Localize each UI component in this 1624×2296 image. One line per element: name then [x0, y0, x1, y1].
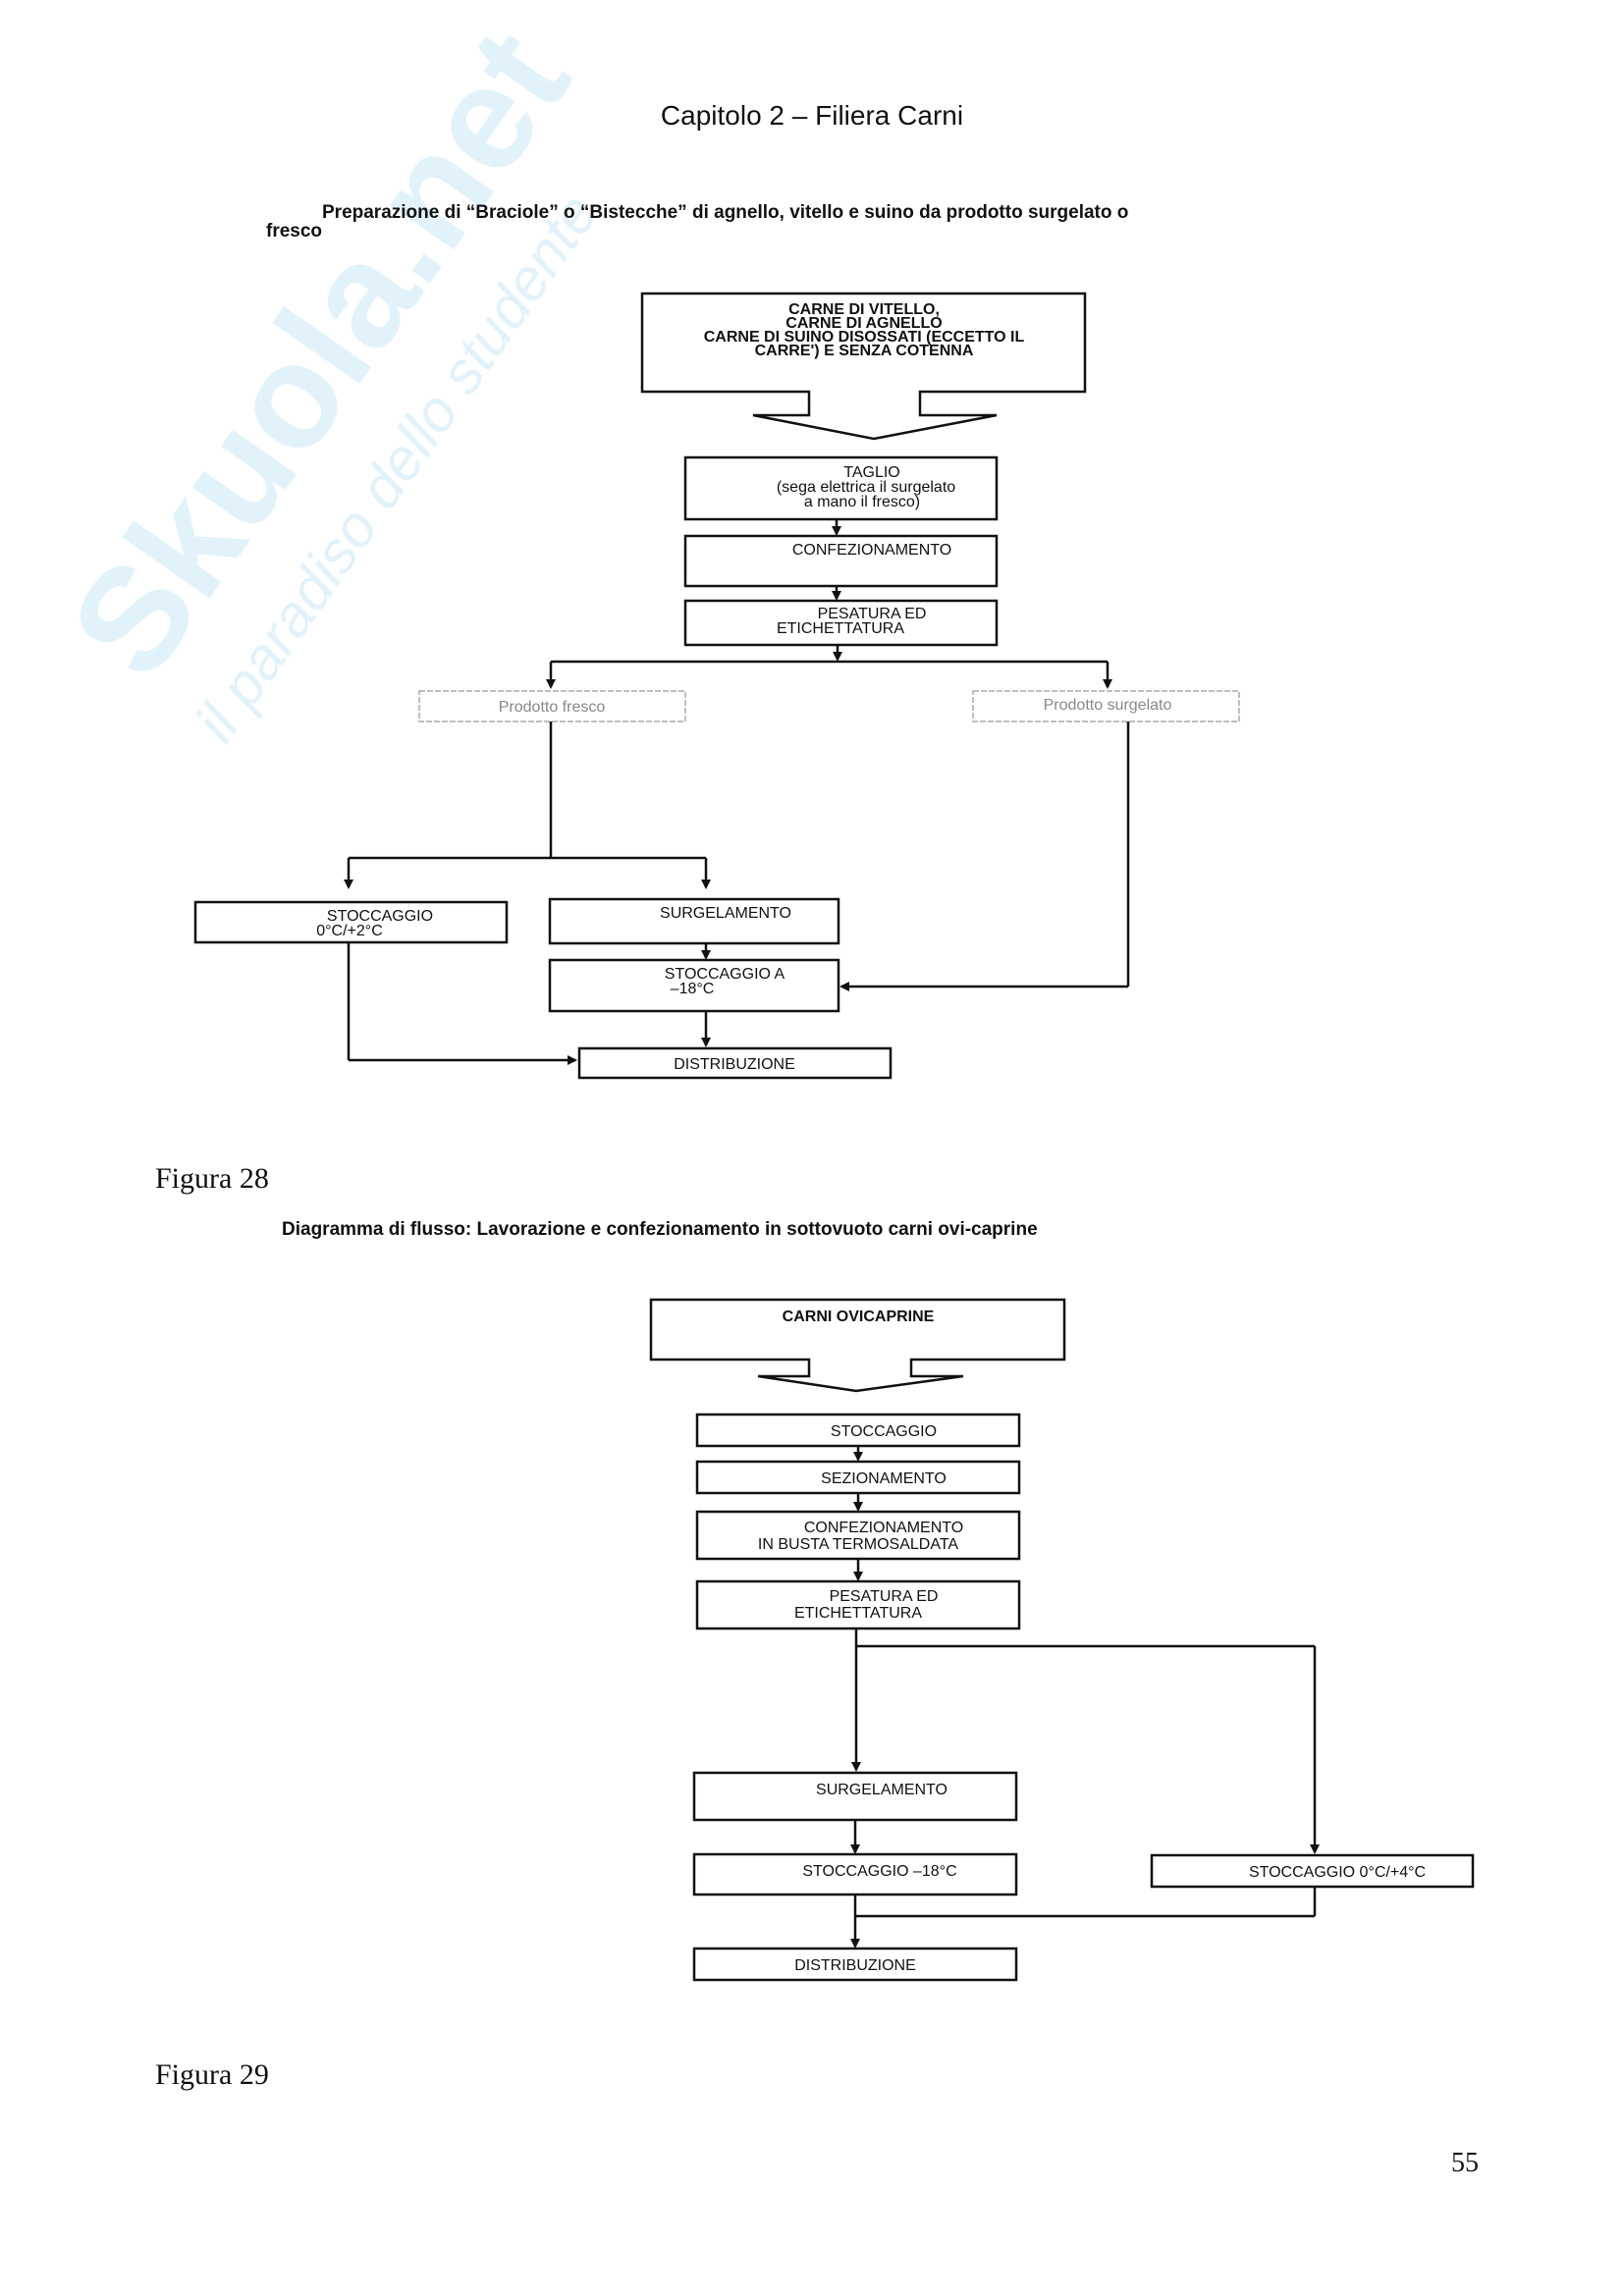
stoccaggio-18-label: STOCCAGGIO A [665, 966, 785, 983]
stoccaggio-04-label: STOCCAGGIO 0°C/+4°C [1249, 1864, 1426, 1881]
start-box-arrow-shape [640, 292, 1087, 441]
confezionamento-label: CONFEZIONAMENTO [792, 542, 951, 559]
pesatura-box [683, 599, 999, 647]
stoccaggio-fresco-box [193, 900, 509, 944]
stoccaggio-04-box [1150, 1853, 1475, 1889]
prodotto-surgelato-box [972, 690, 1240, 722]
prodotto-fresco-label: Prodotto fresco [499, 699, 606, 716]
pesatura-label: ETICHETTATURA [777, 620, 904, 637]
start-box-line: CARRE') E SENZA COTENNA [755, 343, 974, 359]
pesatura-label: PESATURA ED [818, 606, 927, 622]
distribuzione-label: DISTRIBUZIONE [674, 1056, 795, 1073]
pesatura-label: ETICHETTATURA [794, 1605, 922, 1622]
sezionamento-label: SEZIONAMENTO [821, 1470, 947, 1487]
stoccaggio-18-box [548, 958, 840, 1013]
stoccaggio-18-temp: –18°C [671, 981, 715, 997]
page-number: 55 [1451, 2148, 1479, 2178]
figure29-title: Diagramma di flusso: Lavorazione e confe… [282, 1219, 1038, 1240]
taglio-note: (sega elettrica il surgelato [777, 479, 955, 496]
surgelamento-box [548, 897, 840, 945]
distribuzione-box [692, 1947, 1018, 1982]
distribuzione-label: DISTRIBUZIONE [794, 1957, 916, 1974]
stoccaggio-fresco-label: STOCCAGGIO [327, 908, 433, 925]
confezionamento-label: CONFEZIONAMENTO [804, 1520, 963, 1536]
confezionamento-box [683, 534, 999, 588]
start-box-line: CARNE DI VITELLO, [788, 301, 940, 318]
figure28-title-cont: fresco [266, 221, 322, 241]
taglio-box [683, 455, 999, 521]
surgelamento-label: SURGELAMENTO [816, 1782, 947, 1798]
pesatura-box [695, 1579, 1021, 1630]
page-header: Capitolo 2 – Filiera Carni [661, 100, 963, 131]
surgelamento-label: SURGELAMENTO [660, 905, 791, 922]
pesatura-label: PESATURA ED [830, 1588, 939, 1605]
start-box-arrow-shape [649, 1298, 1066, 1393]
stoccaggio-label: STOCCAGGIO [831, 1423, 937, 1440]
watermark: Skuola.net il paradiso dello studente [38, 1, 611, 754]
figure28-title: Preparazione di “Braciole” o “Bistecche”… [322, 202, 1128, 223]
prodotto-fresco-box [418, 690, 686, 722]
start-box-line: CARNE DI AGNELLO [785, 315, 942, 332]
confezionamento-label: IN BUSTA TERMOSALDATA [758, 1536, 959, 1553]
prodotto-surgelato-label: Prodotto surgelato [1044, 697, 1172, 714]
figure29-caption: Figura 29 [155, 2058, 269, 2091]
distribuzione-box [577, 1046, 893, 1080]
start-box-label: CARNI OVICAPRINE [783, 1308, 935, 1325]
figure-29: Diagramma di flusso: Lavorazione e confe… [155, 1219, 1475, 2091]
taglio-note: a mano il fresco) [804, 494, 920, 510]
stoccaggio-18-label: STOCCAGGIO –18°C [802, 1863, 956, 1880]
start-box-line: CARNE DI SUINO DISOSSATI (ECCETTO IL [704, 329, 1025, 346]
figure-28: Preparazione di “Braciole” o “Bistecche”… [155, 202, 1240, 1195]
figure28-caption: Figura 28 [155, 1162, 269, 1195]
taglio-label: TAGLIO [843, 464, 900, 481]
stoccaggio-fresco-temp: 0°C/+2°C [316, 923, 383, 939]
